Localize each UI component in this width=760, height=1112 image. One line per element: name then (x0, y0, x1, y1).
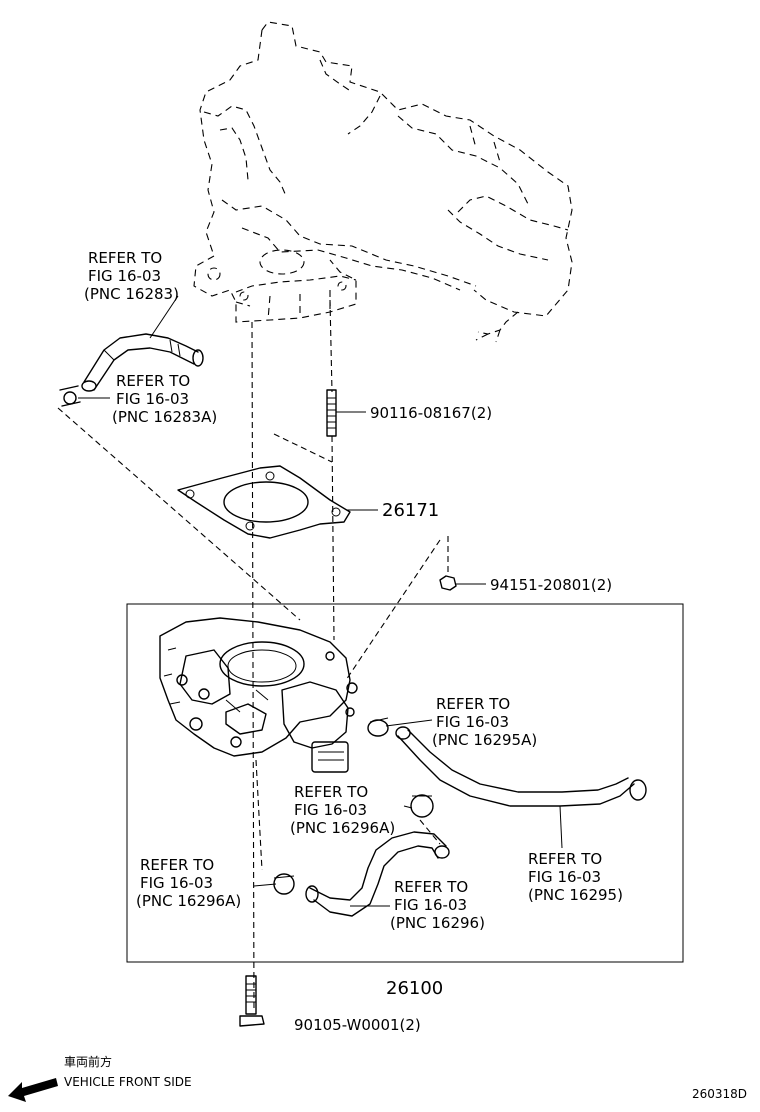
label-refer-16283-line3: (PNC 16283) (84, 285, 179, 303)
direction-label-en: VEHICLE FRONT SIDE (64, 1075, 192, 1089)
hose-16283 (81, 333, 204, 392)
assembly-lines (57, 299, 449, 1011)
clamp-16296a-upper (410, 794, 434, 818)
clamp-16283a (59, 385, 81, 407)
clamp-16296a-lower (273, 873, 295, 895)
label-refer-16295-line1: REFER TO (528, 850, 602, 868)
hose-16296 (305, 831, 450, 917)
hose-16295 (395, 726, 647, 807)
label-refer-16296a-lower-line2: FIG 16-03 (140, 874, 213, 892)
throttle-body-part (159, 617, 358, 773)
label-refer-16295-line3: (PNC 16295) (528, 886, 623, 904)
clamp-16295a (367, 717, 389, 737)
label-refer-16283-line1: REFER TO (88, 249, 162, 267)
label-refer-16296a-upper-line3: (PNC 16296A) (290, 819, 395, 837)
gasket-part (177, 465, 351, 539)
label-nut: 94151-20801(2) (490, 576, 612, 594)
direction-label-jp: 車両前方 (64, 1054, 112, 1069)
stud-part (326, 389, 337, 437)
label-refer-16296a-upper-line2: FIG 16-03 (294, 801, 367, 819)
bolt-part (239, 975, 265, 1027)
intake-manifold-ghost (193, 21, 573, 343)
label-refer-16283-line2: FIG 16-03 (88, 267, 161, 285)
label-refer-16296-line1: REFER TO (394, 878, 468, 896)
label-refer-16295-line2: FIG 16-03 (528, 868, 601, 886)
label-refer-16296a-lower-line3: (PNC 16296A) (136, 892, 241, 910)
label-refer-16283a-line3: (PNC 16283A) (112, 408, 217, 426)
label-refer-16296a-upper-line1: REFER TO (294, 783, 368, 801)
diagram-id: 260318D (692, 1087, 747, 1101)
label-bolt: 90105-W0001(2) (294, 1016, 421, 1034)
label-refer-16296a-lower-line1: REFER TO (140, 856, 214, 874)
nut-part (439, 575, 457, 591)
arrow-left-icon (8, 1078, 58, 1102)
assembly-frame (126, 603, 684, 963)
label-refer-16295a-line3: (PNC 16295A) (432, 731, 537, 749)
labels: REFER TO FIG 16-03 (PNC 16283) REFER TO … (84, 249, 623, 1034)
label-refer-16296-line3: (PNC 16296) (390, 914, 485, 932)
label-stud: 90116-08167(2) (370, 404, 492, 422)
label-refer-16295a-line2: FIG 16-03 (436, 713, 509, 731)
leader-lines (78, 295, 563, 907)
label-refer-16295a-line1: REFER TO (436, 695, 510, 713)
label-refer-16296-line2: FIG 16-03 (394, 896, 467, 914)
label-refer-16283a-line2: FIG 16-03 (116, 390, 189, 408)
footer: 車両前方 VEHICLE FRONT SIDE 260318D (8, 1054, 747, 1102)
label-gasket: 26171 (382, 500, 439, 521)
label-throttle-body: 26100 (386, 978, 443, 999)
label-refer-16283a-line1: REFER TO (116, 372, 190, 390)
